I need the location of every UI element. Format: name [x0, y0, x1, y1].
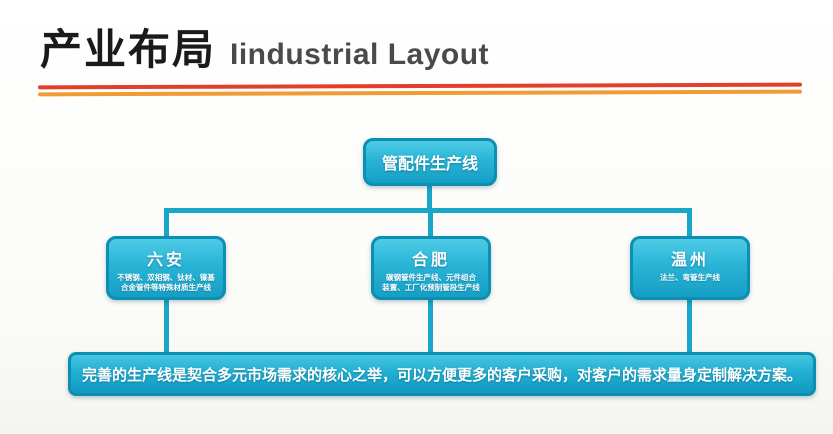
connector-luan-summary: [164, 298, 169, 354]
divider-orange-line: [37, 89, 803, 97]
connector-hefei-summary: [428, 298, 433, 354]
node-hefei-label: 合肥: [411, 252, 450, 269]
connector-root-down: [427, 184, 432, 212]
divider-red-line: [37, 82, 803, 90]
node-luan-label: 六安: [146, 252, 185, 269]
summary-bar: 完善的生产线是契合多元市场需求的核心之举，可以方便更多的客户采购，对客户的需求量…: [68, 352, 816, 396]
node-wenzhou: 温州 法兰、弯管生产线: [630, 236, 750, 300]
node-wenzhou-description: 法兰、弯管生产线: [660, 273, 720, 282]
title-chinese: 产业布局: [40, 26, 217, 73]
node-luan-description: 不锈钢、双相钢、钛材、镍基 合金管件等特殊材质生产线: [117, 273, 215, 293]
summary-text: 完善的生产线是契合多元市场需求的核心之举，可以方便更多的客户采购，对客户的需求量…: [81, 366, 802, 384]
page-title: 产业布局 Iindustrial Layout: [40, 16, 489, 77]
connector-drop-hefei: [428, 208, 433, 238]
node-root-label: 管配件生产线: [381, 156, 478, 173]
node-root-pipe-fittings-line: 管配件生产线: [363, 138, 497, 186]
node-luan: 六安 不锈钢、双相钢、钛材、镍基 合金管件等特殊材质生产线: [106, 236, 226, 300]
node-hefei: 合肥 碳钢管件生产线、元件组合 装置、工厂化预制管段生产线: [371, 236, 491, 300]
connector-drop-luan: [164, 208, 169, 238]
connector-wenzhou-summary: [687, 298, 692, 354]
connector-drop-wenzhou: [687, 208, 692, 238]
node-hefei-description: 碳钢管件生产线、元件组合 装置、工厂化预制管段生产线: [382, 273, 480, 293]
title-english: Iindustrial Layout: [230, 38, 490, 71]
node-wenzhou-label: 温州: [670, 252, 709, 269]
